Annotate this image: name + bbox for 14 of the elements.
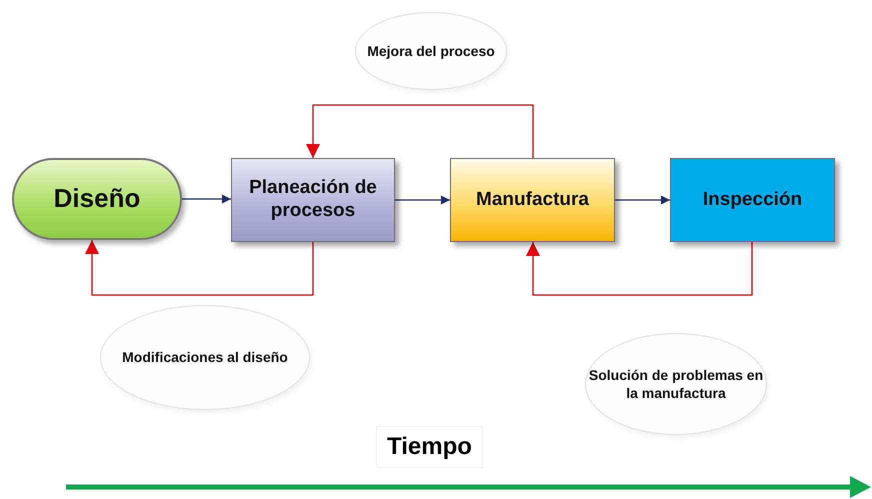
arrow [615,196,670,204]
note-ellipse: Solución de problemas en la manufactura [585,333,767,435]
process-box: Manufactura [450,158,615,242]
arrow [526,242,753,296]
arrow [85,240,314,296]
arrow [182,194,231,204]
arrow [395,196,450,204]
axis-label: Tiempo [376,426,483,468]
arrow [306,104,534,158]
note-ellipse: Modificaciones al diseño [100,305,310,410]
start-terminal: Diseño [12,158,182,240]
process-box: Planeación de procesos [231,158,395,242]
process-box: Inspección [670,158,835,242]
note-ellipse: Mejora del proceso [355,12,507,90]
